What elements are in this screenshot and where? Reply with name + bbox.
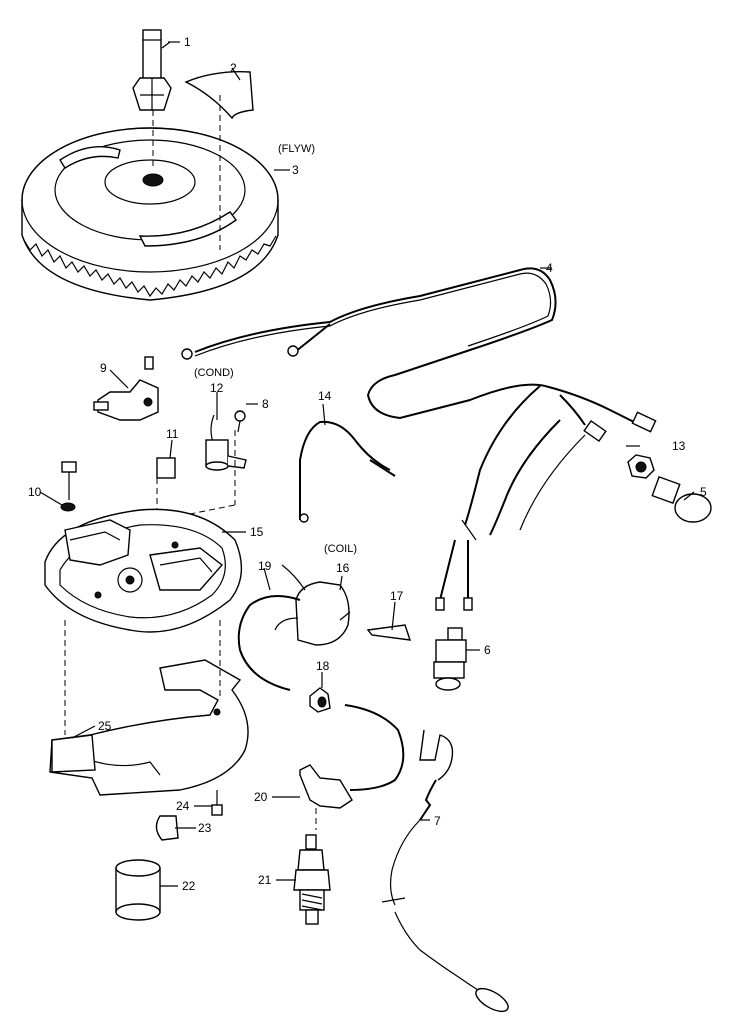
part-4-wire-leads <box>435 385 657 611</box>
callout-5: 5 <box>700 485 707 499</box>
part-20-plug-boot <box>299 704 405 830</box>
part-6-switch <box>433 627 467 691</box>
callout-23: 23 <box>198 821 212 835</box>
part-15-stator-plate <box>44 508 243 633</box>
callout-21: 21 <box>258 873 272 887</box>
callout-14: 14 <box>318 389 332 403</box>
part-14-ground-wire <box>299 420 396 523</box>
part-16-coil <box>281 564 351 646</box>
callout-22: 22 <box>182 879 196 893</box>
part-17-clip <box>366 624 412 641</box>
callout-8: 8 <box>262 397 269 411</box>
callout-19: 19 <box>258 559 272 573</box>
part-8-screw <box>234 410 246 433</box>
callout-labels: 1 2 3 4 5 6 7 8 9 10 11 12 13 14 15 16 1… <box>28 35 707 893</box>
callout-18: 18 <box>316 659 330 673</box>
callout-2: 2 <box>230 61 237 75</box>
callout-4: 4 <box>546 261 553 275</box>
part-9-points <box>93 356 159 421</box>
callout-3: 3 <box>292 163 299 177</box>
part-19-wire <box>237 595 301 691</box>
callout-10: 10 <box>28 485 42 499</box>
part-13-nut <box>627 454 655 479</box>
callout-16: 16 <box>336 561 350 575</box>
part-25-base-plate <box>49 620 249 796</box>
part-4-wire-harness <box>181 267 557 420</box>
callout-17: 17 <box>390 589 404 603</box>
callout-1: 1 <box>184 35 191 49</box>
annotation-flywheel: (FLYW) <box>278 143 315 155</box>
part-7-kill-cord <box>381 729 509 1013</box>
annotation-condenser: (COND) <box>194 367 234 379</box>
callout-20: 20 <box>254 790 268 804</box>
callout-11: 11 <box>166 427 179 441</box>
part-24-screw <box>211 790 223 816</box>
annotation-coil: (COIL) <box>324 543 357 555</box>
callout-12: 12 <box>210 381 224 395</box>
part-18-grommet <box>309 687 331 713</box>
callout-15: 15 <box>250 525 264 539</box>
part-10-screw <box>60 461 77 512</box>
callout-6: 6 <box>484 643 491 657</box>
callout-7: 7 <box>434 814 441 828</box>
part-1-bolt <box>132 29 172 111</box>
callout-25: 25 <box>98 719 112 733</box>
part-22-cup <box>115 859 161 921</box>
part-23-felt <box>155 815 179 841</box>
leader-lines <box>39 41 695 887</box>
callout-24: 24 <box>176 799 190 813</box>
part-5-bulb <box>651 475 712 523</box>
part-2-key <box>184 71 254 120</box>
callout-13: 13 <box>672 439 686 453</box>
callout-9: 9 <box>100 361 107 375</box>
part-3-flywheel <box>21 95 279 301</box>
part-21-spark-plug <box>293 834 331 925</box>
